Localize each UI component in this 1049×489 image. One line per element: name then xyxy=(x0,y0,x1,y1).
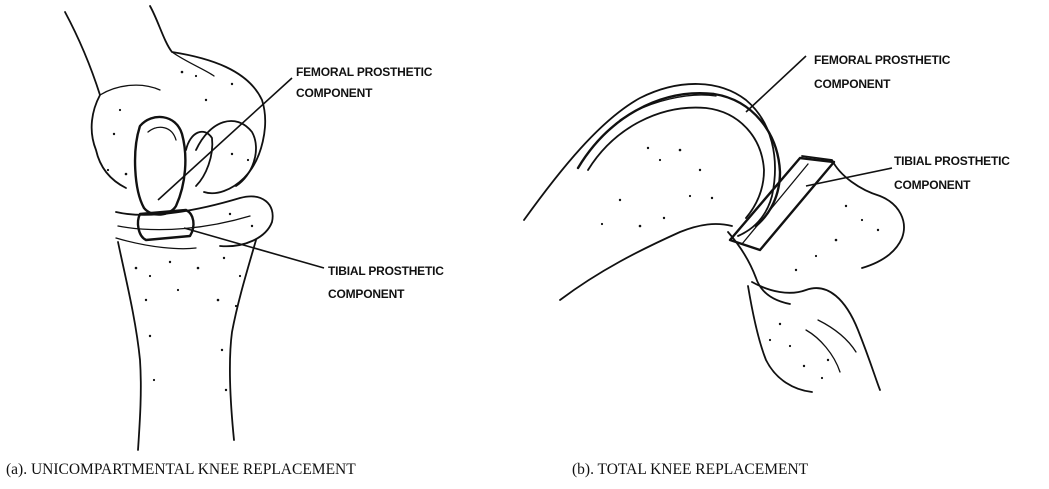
left-femoral-leader xyxy=(158,78,292,200)
right-bone-stipple xyxy=(601,147,879,379)
right-femoral-label: FEMORAL PROSTHETIC COMPONENT xyxy=(814,53,953,91)
left-femoral-label-line2: COMPONENT xyxy=(296,86,373,100)
left-femur-outline xyxy=(65,6,265,193)
left-caption: (a). UNICOMPARTMENTAL KNEE REPLACEMENT xyxy=(6,461,356,478)
right-tibial-label-line1: TIBIAL PROSTHETIC xyxy=(894,154,1010,168)
right-femoral-label-line2: COMPONENT xyxy=(814,77,891,91)
unicompartmental-knee-illustration xyxy=(65,6,273,450)
total-knee-illustration xyxy=(524,84,904,392)
left-tibia-shaft xyxy=(118,240,256,450)
left-femoral-label: FEMORAL PROSTHETIC COMPONENT xyxy=(296,65,435,100)
right-caption: (b). TOTAL KNEE REPLACEMENT xyxy=(572,461,809,478)
right-femoral-leader xyxy=(746,56,806,112)
left-tibial-leader xyxy=(184,228,324,268)
right-tibial-component xyxy=(730,158,834,250)
right-tibial-label: TIBIAL PROSTHETIC COMPONENT xyxy=(894,154,1013,192)
left-tibial-label-line2: COMPONENT xyxy=(328,287,405,301)
right-femoral-component xyxy=(578,93,780,226)
right-tibial-leader xyxy=(806,168,892,186)
right-femur-outline xyxy=(524,84,775,236)
left-femoral-component xyxy=(135,117,185,215)
right-femoral-label-line1: FEMORAL PROSTHETIC xyxy=(814,53,951,67)
right-tibial-label-line2: COMPONENT xyxy=(894,178,971,192)
right-tibia-outline xyxy=(802,156,904,268)
left-intercondylar-notch xyxy=(186,132,212,186)
left-lateral-condyle xyxy=(196,121,256,186)
right-lower-leg xyxy=(748,282,880,392)
left-tibial-label-line1: TIBIAL PROSTHETIC xyxy=(328,264,444,278)
left-femoral-label-line1: FEMORAL PROSTHETIC xyxy=(296,65,433,79)
left-tibial-label: TIBIAL PROSTHETIC COMPONENT xyxy=(328,264,447,301)
